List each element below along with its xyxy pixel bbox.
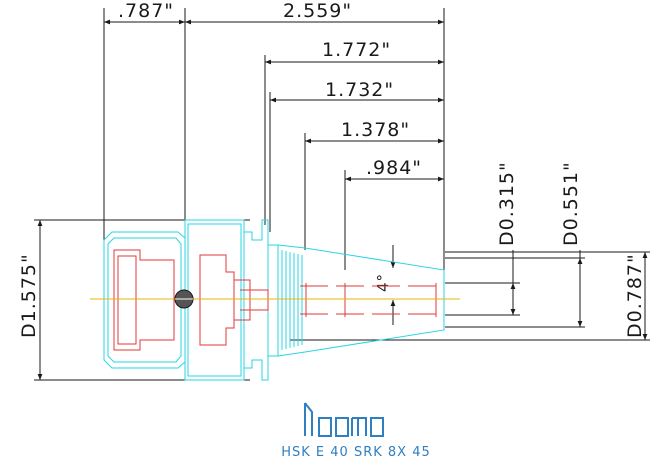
part-title: HSK E 40 SRK 8X 45 [281,445,431,460]
dim-2559: 2.559" [283,0,352,22]
dim-1378: 1.378" [341,119,410,141]
dimension-arrows [37,19,648,380]
internal-details [113,249,437,351]
taper-angle-label: 4° [374,273,392,292]
dim-787: .787" [118,0,174,22]
dim-d1575: D1.575" [18,253,40,338]
dim-1732: 1.732" [325,79,394,101]
extension-lines [34,8,650,381]
dim-d0551: D0.551" [560,161,582,246]
dim-984: .984" [366,157,422,179]
iscar-logo [304,402,384,437]
dim-1772: 1.772" [322,39,391,61]
dim-d0787: D0.787" [624,253,646,338]
dim-d0315: D0.315" [496,161,518,246]
